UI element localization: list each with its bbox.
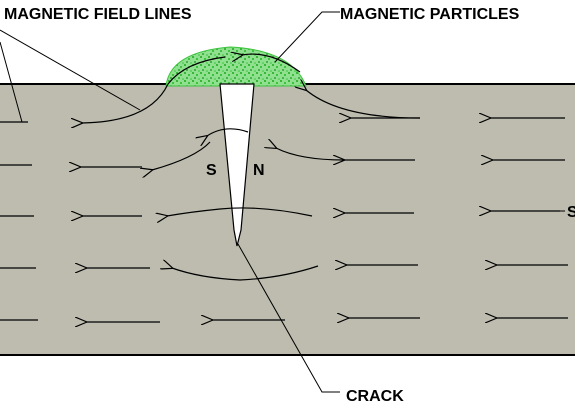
leakage-arrow (167, 207, 313, 216)
magnetic-particles-mound (165, 46, 307, 87)
magnetic-field-lines-label: MAGNETIC FIELD LINES (4, 6, 192, 23)
crack (219, 83, 255, 247)
north-pole-label: N (253, 162, 265, 179)
leader-lines (0, 11, 565, 393)
south-pole-label: S (206, 162, 217, 179)
leakage-arrow (152, 141, 211, 170)
leakage-arrow (207, 128, 249, 136)
crack-leader (237, 243, 340, 393)
magnetic-particles-label: MAGNETIC PARTICLES (340, 6, 520, 23)
leakage-arrow (242, 54, 301, 73)
field-lines-leader (0, 29, 141, 111)
particles-leader (274, 11, 340, 63)
crack-label: CRACK (346, 388, 404, 405)
leakage-field-lines (82, 54, 421, 281)
field-lines-leader (0, 41, 23, 123)
leakage-arrow (172, 266, 319, 281)
specimen-plate (0, 83, 575, 356)
right-edge-label: S (567, 204, 575, 221)
field-line-arrows (0, 118, 568, 322)
leakage-arrow (306, 90, 421, 119)
leakage-arrow (82, 56, 226, 123)
leakage-arrow (276, 148, 345, 161)
